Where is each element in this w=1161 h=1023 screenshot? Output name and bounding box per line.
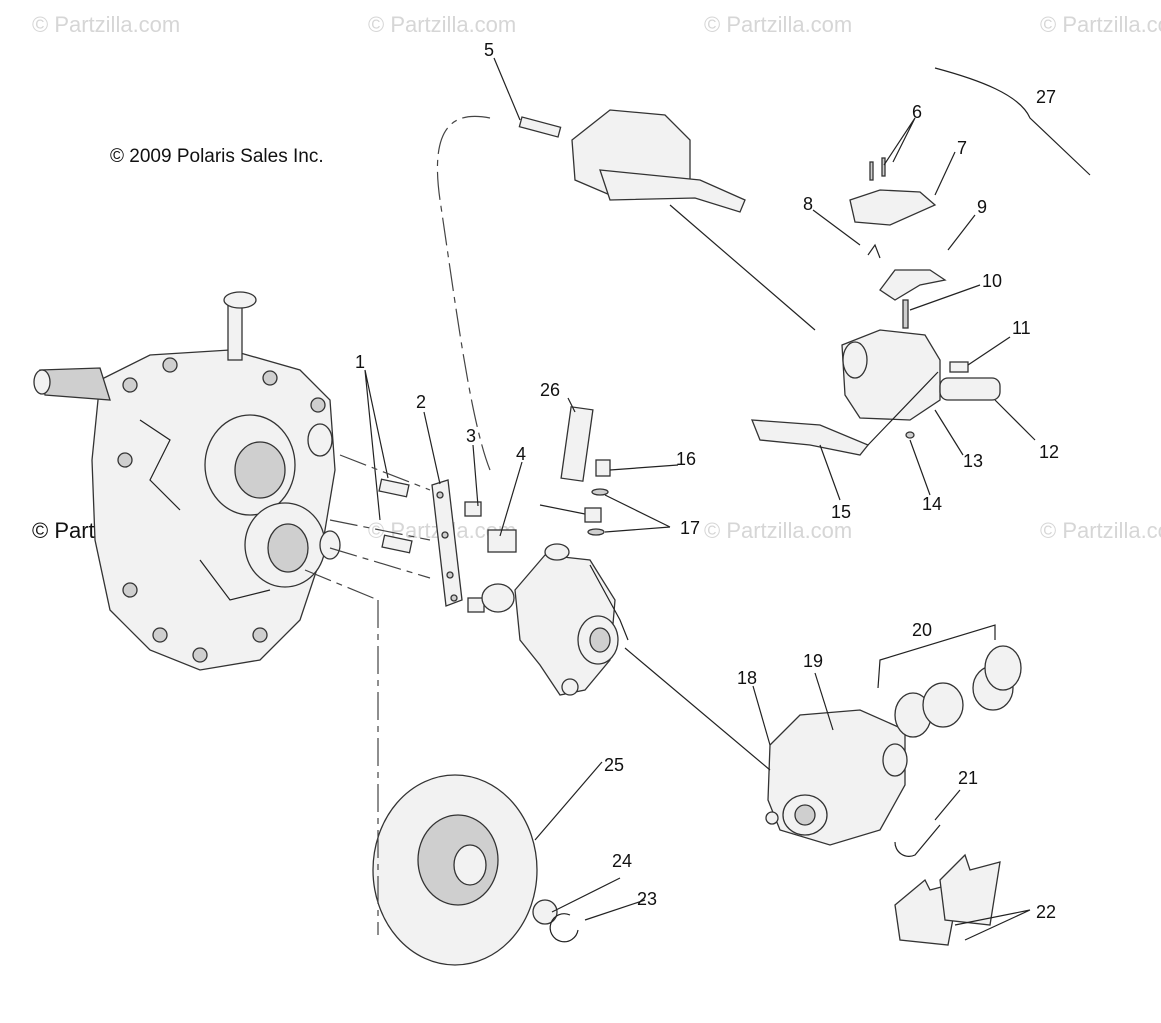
- callout-20: 20: [912, 620, 932, 640]
- callout-15: 15: [831, 502, 851, 522]
- rear-caliper: [765, 709, 908, 846]
- bolts: [378, 478, 517, 613]
- copyright-notice: © 2009 Polaris Sales Inc.: [110, 146, 324, 167]
- callout-19: 19: [803, 651, 823, 671]
- callout-11: 11: [1012, 318, 1031, 338]
- callout-2: 2: [416, 392, 426, 412]
- callout-labels: 1 2 3 4 5 6 7 8 9 10 11 12 13 14 15 16 1…: [355, 40, 1059, 922]
- callout-7: 7: [957, 138, 967, 158]
- callout-23: 23: [637, 889, 657, 909]
- callout-10: 10: [982, 271, 1002, 291]
- callout-1: 1: [355, 352, 365, 372]
- part-26: [560, 406, 594, 482]
- callout-21: 21: [958, 768, 978, 788]
- callout-5: 5: [484, 40, 494, 60]
- callout-12: 12: [1039, 442, 1059, 462]
- callout-26: 26: [540, 380, 560, 400]
- watermark: © Partzilla.com: [32, 12, 181, 37]
- callout-22: 22: [1036, 902, 1056, 922]
- leader-lines: [364, 57, 1091, 941]
- centre-lines: [304, 115, 491, 935]
- callout-17: 17: [680, 518, 700, 538]
- watermark: © Partzilla.com: [368, 12, 517, 37]
- front-caliper: [514, 543, 629, 696]
- callout-4: 4: [516, 444, 526, 464]
- brake-line-fittings: [539, 459, 611, 536]
- callout-18: 18: [737, 668, 757, 688]
- master-cylinder-top: [518, 109, 746, 213]
- caliper-pistons: [894, 645, 1022, 738]
- gearcase: [33, 291, 341, 671]
- watermark: © Partzilla.com: [704, 12, 853, 37]
- brake-disc: [372, 774, 579, 966]
- callout-27: 27: [1036, 87, 1056, 107]
- callout-16: 16: [676, 449, 696, 469]
- watermark: © Partzilla.com: [1040, 518, 1161, 543]
- watermark: © Partzilla.com: [704, 518, 853, 543]
- callout-13: 13: [963, 451, 983, 471]
- callout-8: 8: [803, 194, 813, 214]
- clip: [894, 824, 941, 857]
- callout-14: 14: [922, 494, 942, 514]
- brake-pads: [894, 853, 1001, 946]
- callout-24: 24: [612, 851, 632, 871]
- mounting-bracket: [431, 479, 463, 607]
- callout-25: 25: [604, 755, 624, 775]
- callout-3: 3: [466, 426, 476, 446]
- master-cylinder-exploded: [751, 157, 1001, 456]
- callout-6: 6: [912, 102, 922, 122]
- watermark: © Partzilla.com: [1040, 12, 1161, 37]
- callout-9: 9: [977, 197, 987, 217]
